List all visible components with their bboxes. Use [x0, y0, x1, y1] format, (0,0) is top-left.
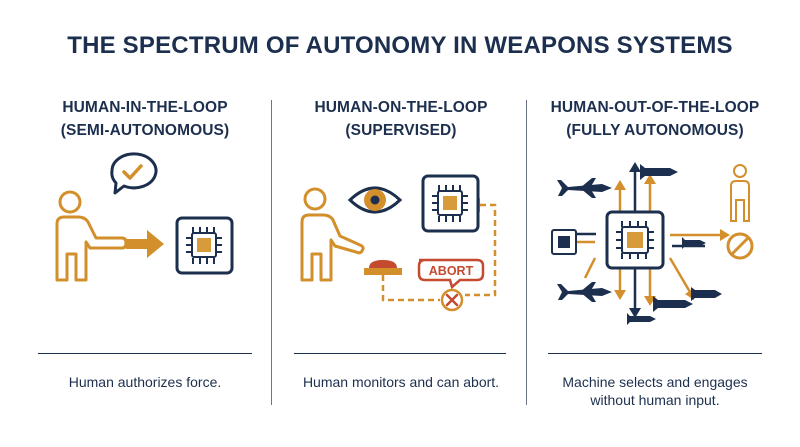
abort-label: ABORT [429, 264, 474, 278]
heading-line-1: HUMAN-ON-THE-LOOP [314, 99, 488, 116]
caption-2: Human monitors and can abort. [288, 373, 514, 391]
microchip-icon [421, 174, 480, 233]
missile-icon [627, 164, 722, 325]
heading-line-1: HUMAN-OUT-OF-THE-LOOP [550, 99, 760, 116]
illustration-human-in-the-loop [55, 152, 234, 282]
heading-line-2: (SEMI-AUTONOMOUS) [60, 122, 230, 139]
person-icon [55, 190, 128, 282]
caption-line-1: Human authorizes force. [68, 374, 222, 390]
cancel-circle-icon [440, 288, 464, 312]
heading-line-1: HUMAN-IN-THE-LOOP [62, 99, 228, 116]
column-heading-2: HUMAN-ON-THE-LOOP (SUPERVISED) [288, 96, 514, 142]
person-icon [300, 187, 365, 282]
caption-3: Machine selects and engages without huma… [542, 373, 768, 409]
column-rule-1 [38, 353, 252, 354]
abort-button-icon [364, 260, 402, 275]
person-outline-icon [730, 164, 750, 222]
abort-sign-icon: ABORT [417, 258, 485, 290]
page-title: THE SPECTRUM OF AUTONOMY IN WEAPONS SYST… [67, 32, 733, 59]
eye-icon [347, 186, 403, 214]
column-human-on-the-loop: HUMAN-ON-THE-LOOP (SUPERVISED) [288, 96, 514, 142]
arrow-right-icon [126, 230, 164, 258]
column-rule-3 [548, 353, 762, 354]
microchip-icon [175, 216, 234, 275]
caption-1: Human authorizes force. [32, 373, 258, 391]
microchip-icon [605, 210, 665, 270]
illustration-human-on-the-loop: ABORT [300, 174, 497, 312]
column-human-in-the-loop: HUMAN-IN-THE-LOOP (SEMI-AUTONOMOUS) [32, 96, 258, 142]
illustration-human-out-of-the-loop [551, 162, 754, 325]
caption-line-1: Machine selects and engages [562, 374, 748, 390]
column-heading-1: HUMAN-IN-THE-LOOP (SEMI-AUTONOMOUS) [32, 96, 258, 142]
jet-icon [557, 178, 612, 198]
small-chip-icon [551, 229, 577, 255]
column-divider-right [526, 100, 527, 405]
heading-line-2: (SUPERVISED) [345, 122, 457, 139]
column-heading-3: HUMAN-OUT-OF-THE-LOOP (FULLY AUTONOMOUS) [542, 96, 768, 142]
column-human-out-of-the-loop: HUMAN-OUT-OF-THE-LOOP (FULLY AUTONOMOUS) [542, 96, 768, 142]
jet-icon [557, 282, 612, 302]
column-divider-left [271, 100, 272, 405]
checkmark-speech-bubble-icon [110, 152, 158, 195]
prohibited-icon [726, 232, 754, 260]
caption-line-1: Human monitors and can abort. [302, 374, 500, 390]
column-rule-2 [294, 353, 506, 354]
heading-line-2: (FULLY AUTONOMOUS) [566, 122, 744, 139]
caption-line-2: without human input. [590, 392, 720, 408]
